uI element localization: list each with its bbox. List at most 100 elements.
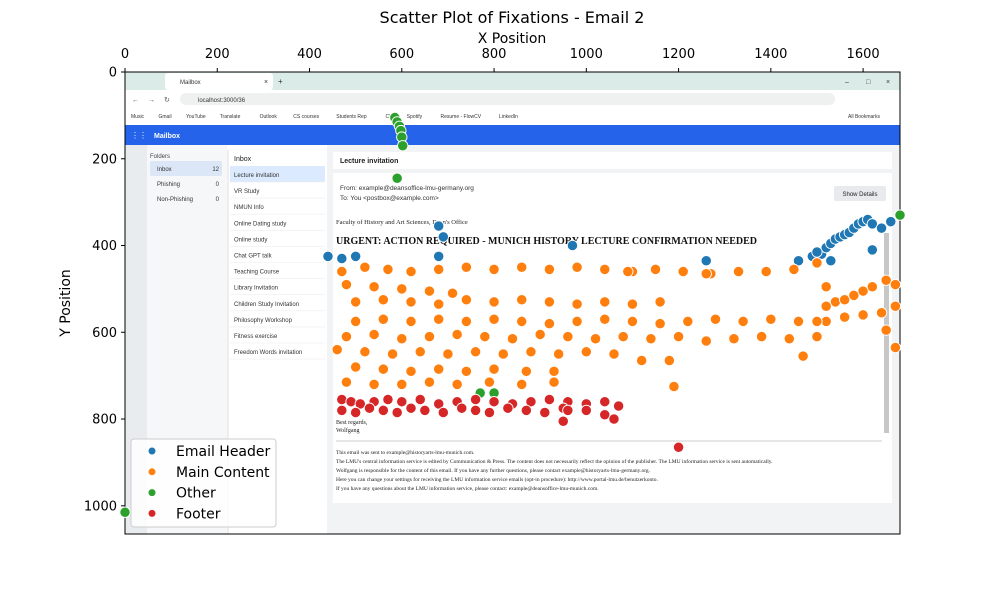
fixation-point: [672, 441, 685, 453]
all-bookmarks[interactable]: All Bookmarks: [848, 114, 880, 120]
x-tick-label: 1000: [570, 47, 603, 62]
fixation-point: [599, 313, 611, 325]
fixation-point: [700, 268, 712, 280]
fixation-point: [382, 393, 394, 406]
app-grid-icon[interactable]: ⋮⋮: [131, 131, 147, 140]
inbox-item[interactable]: NMUN Info: [234, 205, 264, 211]
fixation-point: [488, 263, 500, 276]
inbox-item[interactable]: Fitness exercise: [234, 334, 278, 340]
footer-line: Here you can change your settings for re…: [336, 476, 659, 483]
inbox-item[interactable]: Online study: [234, 237, 267, 243]
fixation-point: [396, 378, 408, 390]
fixation-point: [460, 261, 473, 273]
fixation-point: [838, 311, 851, 323]
inbox-item[interactable]: Freedom Words invitation: [234, 350, 302, 356]
fixation-point: [825, 255, 837, 267]
fixation-point: [885, 216, 897, 228]
footer-line: This email was sent to example@historyar…: [336, 450, 475, 456]
fixation-point: [520, 365, 532, 377]
inbox-item[interactable]: Lecture invitation: [234, 173, 279, 179]
show-details-button[interactable]: [834, 186, 886, 201]
bookmark-item[interactable]: Outlook: [260, 114, 278, 120]
fixation-point: [433, 363, 445, 375]
bookmark-item[interactable]: Gmail: [159, 114, 172, 120]
fixation-point: [414, 393, 426, 406]
app-header: [125, 125, 900, 145]
series-email-header: [322, 213, 897, 267]
close-window-icon[interactable]: ×: [886, 79, 890, 86]
close-tab-icon[interactable]: ×: [264, 79, 268, 86]
folder-name[interactable]: Phishing: [157, 182, 180, 188]
email-subject-bar: [333, 152, 892, 169]
y-tick-label: 1000: [84, 499, 117, 514]
fixation-point: [377, 313, 389, 325]
maximize-icon[interactable]: □: [866, 79, 871, 86]
browser-tab[interactable]: [165, 73, 273, 90]
fixation-point: [788, 263, 800, 276]
fixation-point: [460, 315, 473, 328]
back-icon[interactable]: ←: [132, 97, 139, 104]
fixation-point: [350, 296, 362, 308]
bookmark-item[interactable]: Resume - FlowCV: [441, 114, 482, 120]
bookmark-item[interactable]: Students Rep: [336, 114, 367, 120]
inbox-item[interactable]: Philosophy Workshop: [234, 318, 293, 324]
inbox-item[interactable]: Children Study Invitation: [234, 302, 299, 308]
fixation-point: [557, 415, 569, 427]
fixation-point: [866, 281, 878, 293]
fixation-point: [433, 220, 445, 232]
inbox-item[interactable]: VR Study: [234, 189, 259, 195]
bookmark-item[interactable]: Translate: [220, 114, 241, 120]
minimize-icon[interactable]: –: [845, 79, 849, 86]
fixation-point: [889, 300, 902, 312]
legend-label: Main Content: [176, 465, 270, 481]
inbox-item[interactable]: Chat GPT talk: [234, 254, 273, 260]
app-title: Mailbox: [154, 133, 180, 140]
fixation-point: [811, 246, 823, 258]
fixation-point: [368, 281, 380, 293]
fixation-point: [497, 348, 509, 360]
fixation-point: [608, 413, 620, 425]
fixation-point: [391, 406, 403, 419]
bookmark-item[interactable]: CS courses: [293, 114, 319, 120]
bookmark-item[interactable]: Music: [131, 114, 145, 120]
address-url: localhost:3000/36: [198, 98, 246, 104]
fixation-point: [783, 333, 795, 345]
y-tick-label: 400: [92, 239, 117, 254]
fixation-point: [405, 365, 417, 377]
fixation-point: [396, 396, 408, 408]
inbox-item[interactable]: Online Dating study: [234, 221, 286, 227]
fixation-point: [479, 330, 491, 343]
reload-icon[interactable]: ↻: [164, 97, 170, 104]
fixation-point: [488, 313, 500, 325]
fixation-point: [483, 406, 496, 419]
fixation-point: [820, 300, 832, 312]
inbox-item[interactable]: Library Invitation: [234, 286, 278, 292]
fixation-point: [612, 400, 625, 412]
fixation-point: [626, 315, 639, 328]
new-tab-icon[interactable]: +: [278, 77, 283, 86]
fixation-point: [645, 333, 657, 345]
fixation-point: [543, 317, 556, 330]
fixation-point: [880, 274, 892, 286]
bookmark-item[interactable]: YouTube: [186, 114, 206, 120]
browser-tab-bar: [125, 72, 900, 90]
fixation-point: [866, 218, 878, 230]
x-tick-label: 1200: [662, 47, 695, 62]
fixation-point: [437, 231, 449, 243]
series-other: [119, 111, 906, 518]
bookmark-item[interactable]: Spotify: [407, 114, 423, 120]
fixation-point: [368, 378, 380, 390]
fixation-point: [552, 348, 565, 360]
legend-marker: [148, 489, 156, 497]
legend-marker: [148, 447, 156, 455]
fixation-points: [119, 111, 906, 518]
bookmark-item[interactable]: LinkedIn: [499, 114, 518, 120]
inbox-item[interactable]: Teaching Course: [234, 270, 280, 276]
address-bar[interactable]: [180, 93, 835, 105]
folder-name[interactable]: Non-Phishing: [157, 197, 193, 203]
forward-icon[interactable]: →: [148, 97, 155, 104]
fixation-point: [848, 289, 860, 302]
fixation-point: [589, 333, 602, 345]
folder-name[interactable]: Inbox: [157, 167, 172, 173]
